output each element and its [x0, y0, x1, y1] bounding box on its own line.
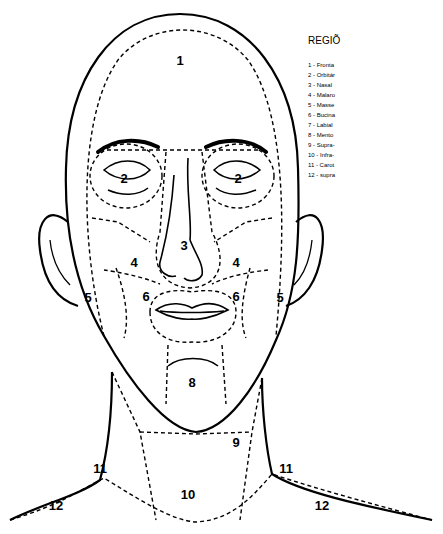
- callout-number: 4: [130, 256, 137, 269]
- callout-number: 6: [142, 290, 149, 303]
- legend-title: REGIÕ: [308, 36, 340, 46]
- callout-number: 10: [181, 488, 195, 501]
- legend-item: 2 - Orbitár: [308, 72, 335, 78]
- legend-item: 4 - Malaro: [308, 92, 335, 98]
- legend-item: 11 - Carot: [308, 162, 334, 168]
- callout-number: 12: [315, 499, 329, 512]
- callout-number: 11: [93, 462, 107, 475]
- legend-item: 8 - Mento: [308, 132, 333, 138]
- legend-item: 9 - Supra-: [308, 142, 335, 148]
- legend-item: 12 - supra: [308, 172, 335, 178]
- callout-number: 6: [232, 290, 239, 303]
- callout-number: 1: [176, 54, 183, 67]
- legend-item: 7 - Labial: [308, 122, 333, 128]
- legend-item: 1 - Fronta: [308, 62, 334, 68]
- callout-number: 3: [180, 239, 187, 252]
- legend-item: 6 - Bucina: [308, 112, 335, 118]
- callout-number: 5: [276, 291, 283, 304]
- callout-number: 2: [234, 172, 241, 185]
- callout-number: 5: [84, 291, 91, 304]
- callout-number: 12: [49, 499, 63, 512]
- legend-item: 10 - Infra-: [308, 152, 334, 158]
- legend-item: 3 - Nasal: [308, 82, 332, 88]
- callout-number: 11: [279, 462, 293, 475]
- callout-number: 4: [232, 256, 239, 269]
- callout-number: 2: [120, 172, 127, 185]
- legend-item: 5 - Masse: [308, 102, 334, 108]
- callout-number: 8: [188, 376, 195, 389]
- callout-number: 9: [232, 436, 239, 449]
